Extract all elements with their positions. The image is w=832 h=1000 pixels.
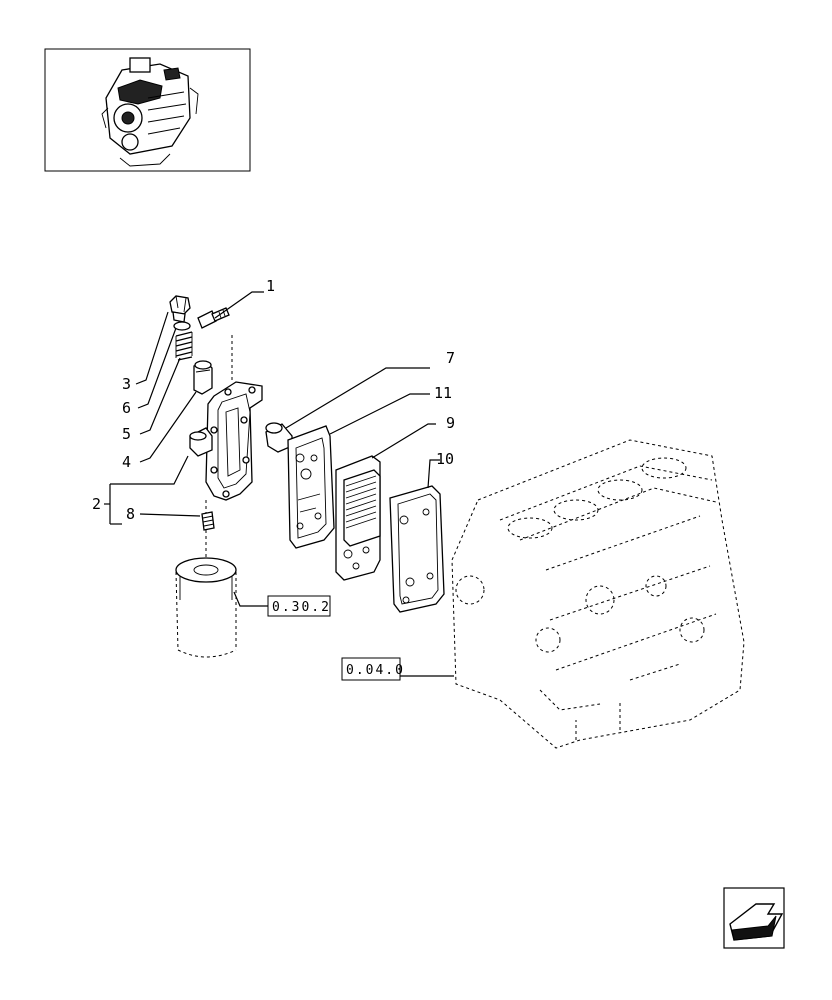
callout-6: 6 (122, 399, 131, 417)
engine-thumbnail-icon[interactable] (44, 48, 251, 172)
ref-block: 0.04.0 (346, 663, 405, 678)
part-oil-filter: 0.30.2 (175, 557, 331, 658)
part-cooler-core (335, 423, 436, 581)
callout-7: 7 (446, 349, 455, 367)
part-spring (175, 331, 193, 361)
callout-4: 4 (122, 453, 131, 471)
engine-block: 0.04.0 (341, 439, 745, 749)
callout-3: 3 (122, 375, 131, 393)
next-page-arrow-icon[interactable] (723, 887, 785, 949)
part-o-ring (173, 321, 191, 331)
callout-2: 2 (92, 495, 101, 513)
callout-1: 1 (266, 277, 275, 295)
callout-5: 5 (122, 425, 131, 443)
callout-11: 11 (434, 384, 452, 402)
part-gasket-large (287, 393, 430, 549)
callout-10: 10 (436, 450, 454, 468)
part-small-plug (139, 511, 215, 531)
callout-9: 9 (446, 414, 455, 432)
ref-filter: 0.30.2 (272, 600, 331, 615)
part-cooler-housing (189, 381, 263, 560)
part-plug (169, 295, 191, 323)
part-gasket-small (389, 459, 445, 613)
part-bolt (197, 291, 264, 380)
callout-8: 8 (126, 505, 135, 523)
part-valve (193, 360, 213, 395)
